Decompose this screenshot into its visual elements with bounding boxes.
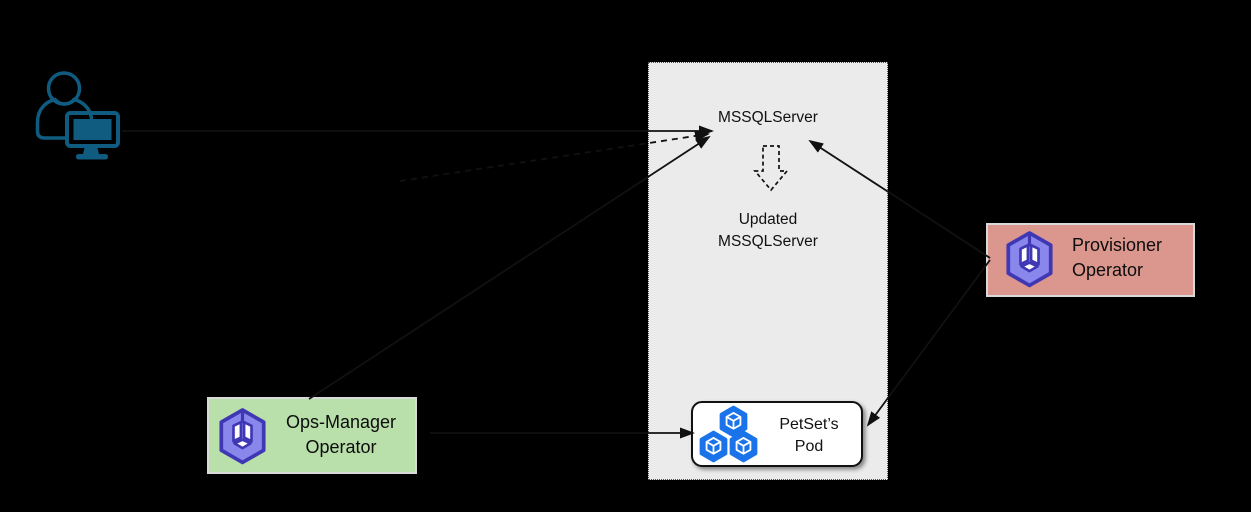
ops-manager-operator-label: Ops-Manager Operator	[285, 412, 397, 457]
ops-manager-operator-box: Ops-Manager Operator	[207, 397, 417, 474]
monitor-icon	[65, 111, 120, 160]
pod-icon	[719, 405, 748, 438]
namespace-box: MSSQLServer Updated MSSQLServer	[648, 62, 888, 480]
provisioner-operator-label: Provisioner Operator	[1072, 235, 1163, 280]
user-at-computer-icon	[35, 71, 120, 160]
operator-icon	[1006, 231, 1053, 288]
petset-pod-label: PetSet’s Pod	[779, 416, 839, 455]
updated-mssqlserver-label: Updated MSSQLServer	[718, 211, 818, 250]
provisioner-operator-box: Provisioner Operator	[986, 223, 1195, 297]
pod-icon	[699, 430, 728, 463]
operator-icon	[219, 408, 266, 465]
mssqlserver-label: MSSQLServer	[718, 109, 818, 126]
petset-pod-box: PetSet’s Pod	[691, 401, 863, 467]
pod-icon	[729, 430, 758, 463]
